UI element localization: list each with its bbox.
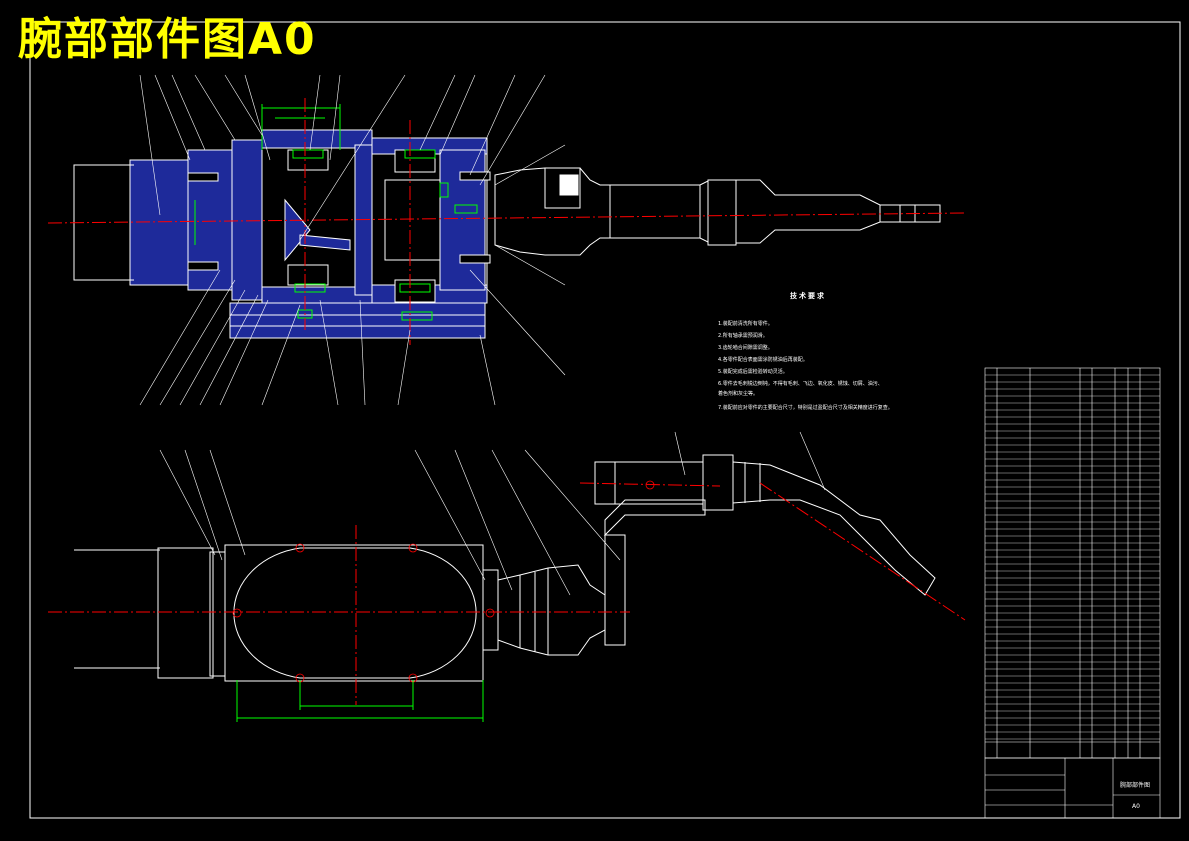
parts-list-rows [985,374,1160,740]
title-block-sheet: A0 [1132,803,1140,810]
bottom-centerlines [48,482,966,705]
sheet-border [29,21,1181,819]
parts-list [984,367,1161,759]
note-line: 5.装配完成后需检验转动灵活。 [718,369,788,375]
note-line: 1.装配前清洗所有零件。 [718,321,773,327]
bottom-dimension-lines [236,680,484,722]
bottom-holes [232,480,655,683]
top-section-view [73,129,941,339]
drawing-title: 腕部部件图A0 [18,14,317,65]
arm-flange [129,159,191,286]
top-centerlines [47,98,966,345]
title-block-name: 腕部部件图 [1120,782,1151,789]
note-line: 7.装配前应对零件的主要配合尺寸，特别是过盈配合尺寸及相关精度进行复查。 [718,405,893,411]
bottom-leaders [159,431,826,596]
note-line: 3.齿轮啮合间隙需调整。 [718,345,773,351]
title-block [984,757,1161,819]
note-line: 着色剂和灰尘等。 [718,391,759,397]
note-line: 4.各零件配合表面需涂防锈油后再装配。 [718,357,808,363]
top-leaders [139,74,566,406]
note-line: 2.所有轴承需预润滑。 [718,333,768,339]
bottom-view [74,454,936,682]
notes-heading: 技术要求 [790,292,826,300]
note-line: 6.零件去毛刺锐边倒钝，不得有毛刺、飞边、氧化皮、锈蚀、切屑、油污、 [718,381,883,387]
